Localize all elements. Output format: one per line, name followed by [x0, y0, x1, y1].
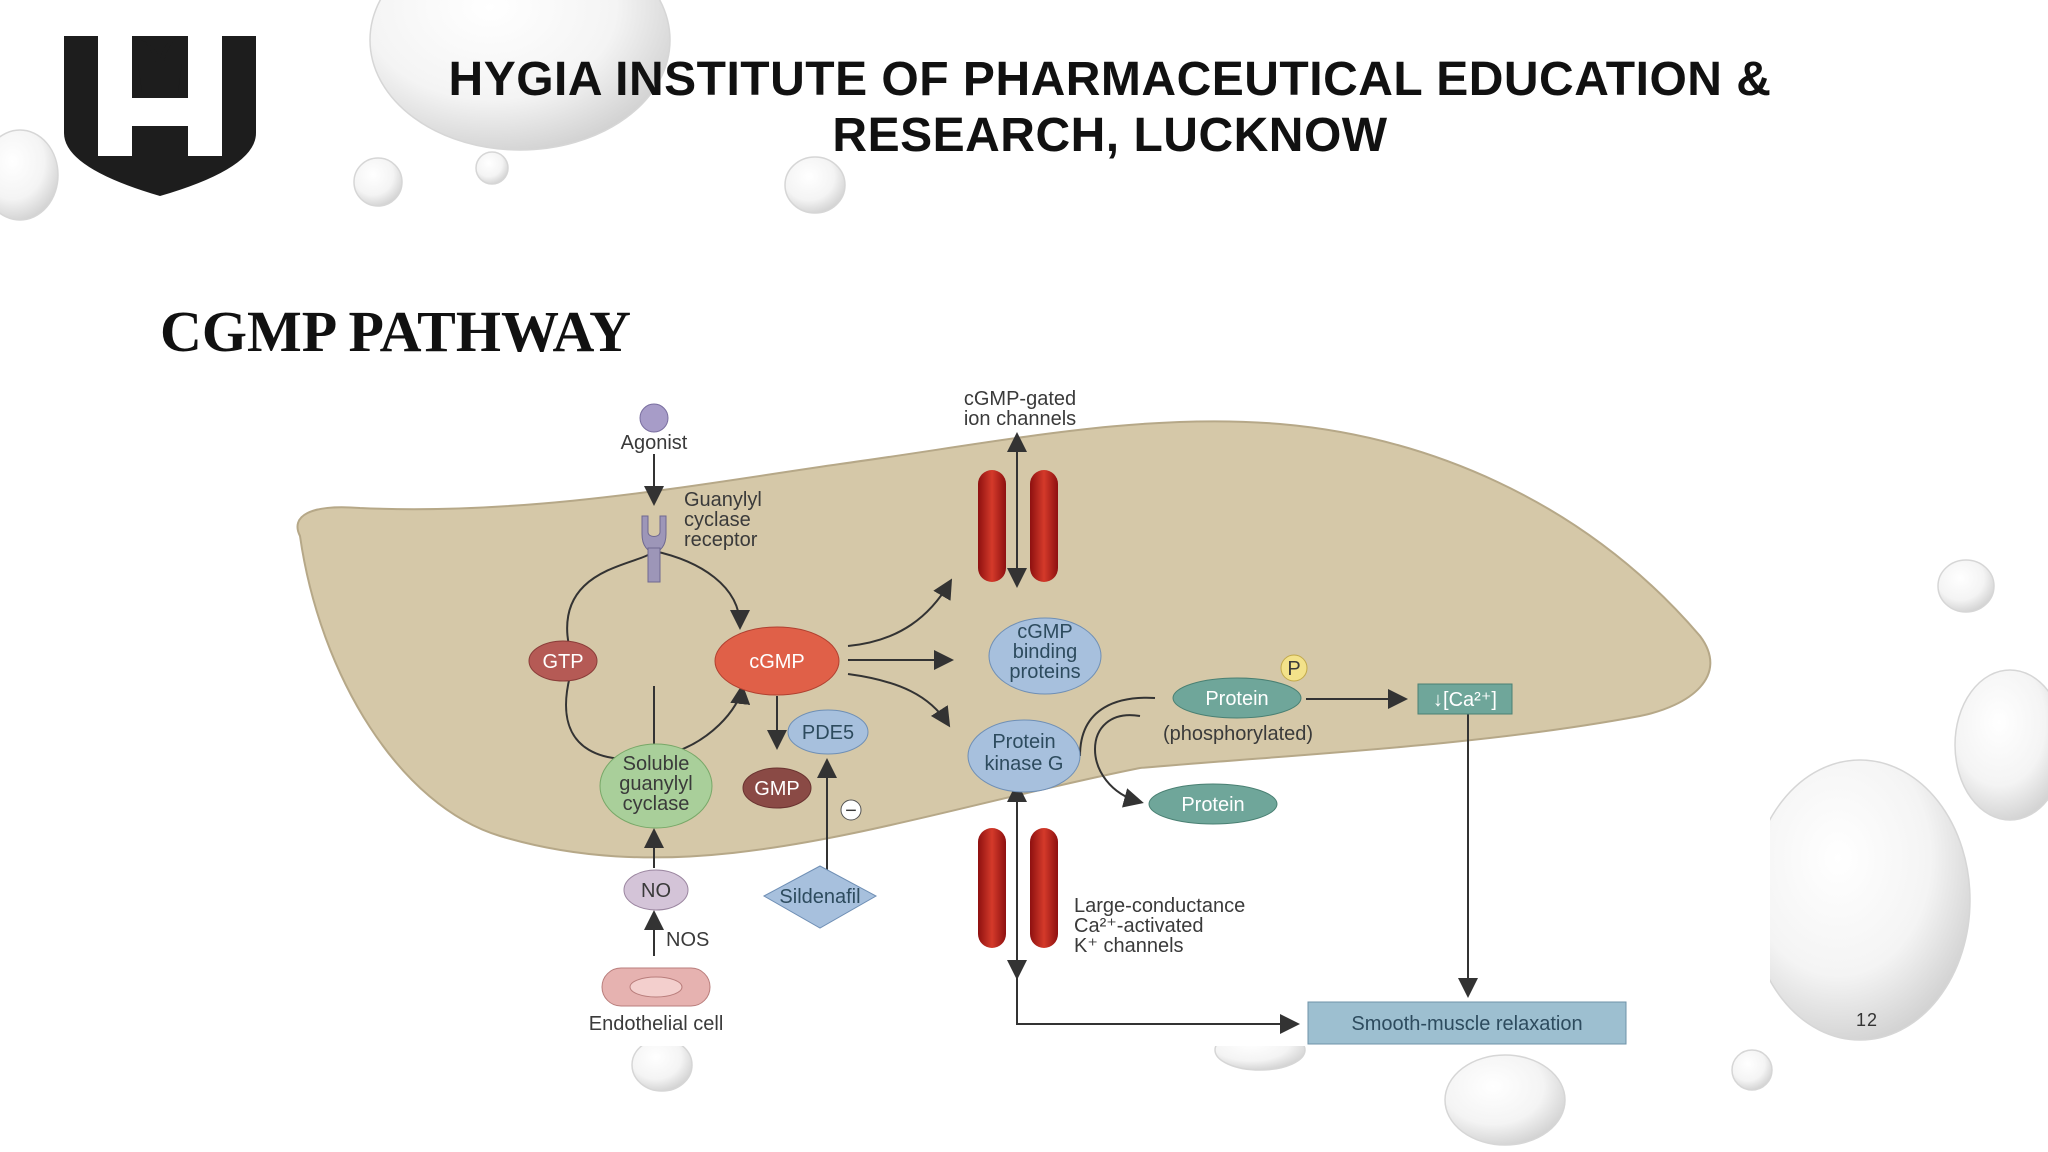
protein-node — [1148, 783, 1278, 825]
protein-p-label: Protein — [1205, 688, 1268, 710]
cgmp-to-pkg-arrow — [847, 673, 951, 728]
protein-kinase-g-node — [967, 719, 1081, 793]
receptor-stem — [647, 547, 661, 583]
sildenafil-label: Sildenafil — [779, 886, 860, 908]
calcium-decrease-box — [1417, 683, 1513, 715]
bk-to-relaxation-arrow — [1016, 976, 1300, 1034]
no-label: NO — [641, 880, 671, 902]
logo-mortar — [138, 64, 182, 92]
bk-label-3: K⁺ channels — [1074, 935, 1184, 957]
smooth-muscle-relaxation-box — [1307, 1001, 1627, 1045]
binding-label-2: binding — [1013, 641, 1078, 663]
sgc-label-2: guanylyl — [619, 773, 692, 795]
gated-channel-left — [978, 470, 1006, 582]
cgmp-pathway-diagram: Agonist Guanylyl cyclase receptor cGMP-g… — [280, 376, 1770, 1046]
sgc-label-1: Soluble — [623, 753, 690, 775]
logo-crossbar — [120, 98, 200, 126]
soluble-guanylyl-cyclase-node — [599, 743, 713, 829]
pde5-node — [787, 709, 869, 755]
inhibition-sign-label: − — [845, 800, 857, 822]
bk-channel-right — [1030, 828, 1058, 948]
pkg-label-2: kinase G — [985, 753, 1064, 775]
bk-channel-left — [978, 828, 1006, 948]
gmp-label: GMP — [754, 778, 800, 800]
inhibition-sign — [840, 799, 862, 821]
protein-label: Protein — [1181, 794, 1244, 816]
gc-receptor-label-1: Guanylyl — [684, 489, 762, 511]
cgmp-to-channel-arrow — [847, 578, 953, 647]
nitric-oxide-node — [623, 869, 689, 911]
institute-name-line1: HYGIA INSTITUTE OF PHARMACEUTICAL EDUCAT… — [448, 53, 1772, 106]
nos-label: NOS — [666, 929, 709, 951]
sgc-label-3: cyclase — [623, 793, 690, 815]
phosphorylated-protein-node — [1172, 677, 1302, 719]
logo-right-bar — [188, 36, 222, 156]
slide-title: CGMP PATHWAY — [160, 299, 631, 364]
gtp-label: GTP — [542, 651, 583, 673]
pkg-protein-cycle-top — [1079, 696, 1156, 757]
pkg-protein-cycle — [1094, 714, 1144, 808]
gc-receptor-label-2: cyclase — [684, 509, 751, 531]
cgmp-node — [714, 626, 840, 696]
phosphate-badge — [1280, 654, 1308, 682]
relaxation-label: Smooth-muscle relaxation — [1351, 1013, 1582, 1035]
binding-label-3: proteins — [1009, 661, 1080, 683]
institute-logo — [64, 36, 256, 196]
institute-name-line2: RESEARCH, LUCKNOW — [832, 109, 1388, 162]
guanylyl-cyclase-receptor — [641, 515, 667, 553]
endothelial-label: Endothelial cell — [589, 1013, 724, 1035]
logo-left-bar — [98, 36, 132, 156]
pkg-label-1: Protein — [992, 731, 1055, 753]
calcium-label: ↓[Ca²⁺] — [1433, 689, 1497, 711]
cgmp-label: cGMP — [749, 651, 805, 673]
institute-name: HYGIA INSTITUTE OF PHARMACEUTICAL EDUCAT… — [360, 52, 1860, 164]
phosphorylated-label: (phosphorylated) — [1163, 723, 1313, 745]
gated-channel-label-2: ion channels — [964, 408, 1076, 430]
gated-channel-label-1: cGMP-gated — [964, 388, 1076, 410]
endothelial-nucleus — [629, 976, 683, 998]
gated-channel-right — [1030, 470, 1058, 582]
binding-label-1: cGMP — [1017, 621, 1073, 643]
sildenafil-node — [762, 865, 878, 929]
bk-label-1: Large-conductance — [1074, 895, 1245, 917]
bk-label-2: Ca²⁺-activated — [1074, 915, 1204, 937]
gc-receptor-label-3: receptor — [684, 529, 758, 551]
logo-leaves — [140, 36, 178, 62]
agonist-label: Agonist — [621, 432, 688, 454]
agonist-molecule — [639, 403, 669, 433]
phosphate-badge-label: P — [1287, 658, 1300, 680]
gmp-node — [742, 767, 812, 809]
gtp-node — [528, 640, 598, 682]
pde5-label: PDE5 — [802, 722, 854, 744]
cgmp-binding-proteins-node — [988, 617, 1102, 695]
page-number: 12 — [1856, 1010, 1879, 1030]
